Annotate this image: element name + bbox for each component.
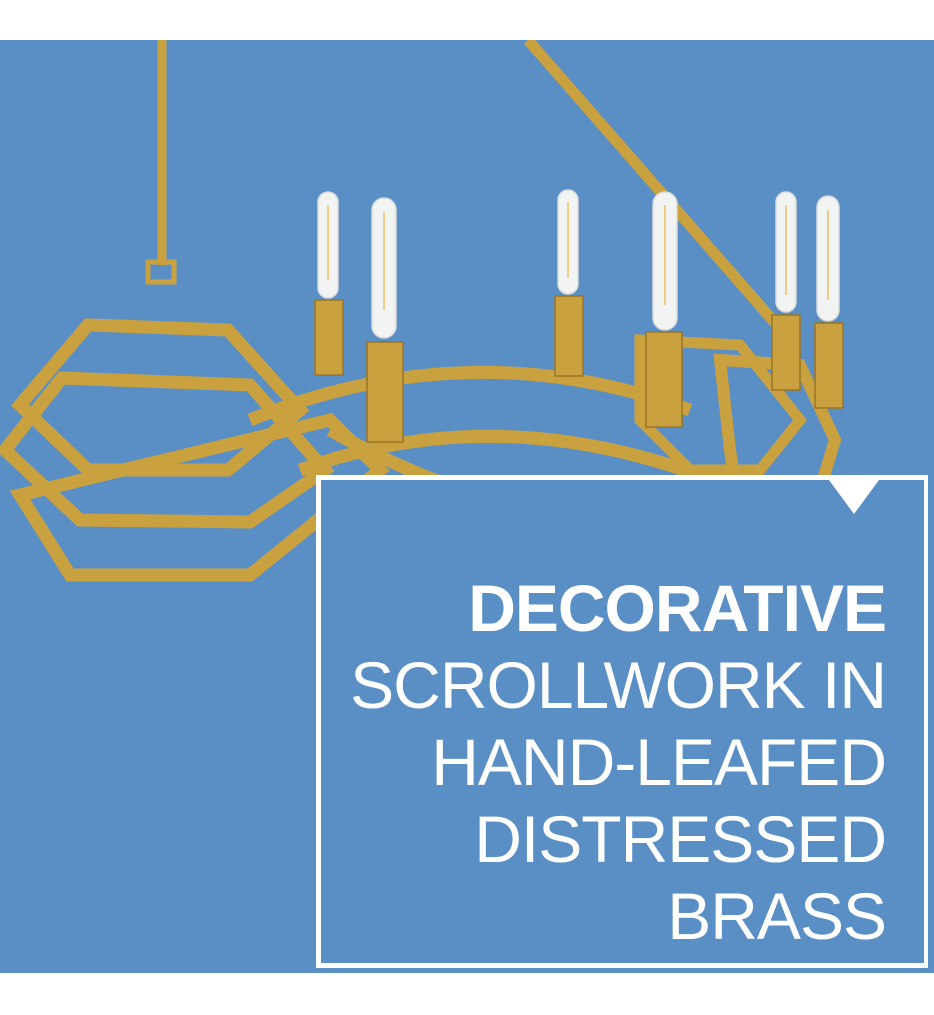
caption-line-2: SCROLLWORK IN xyxy=(350,648,887,722)
caption-line-4: DISTRESSED xyxy=(474,802,887,876)
caption-line-1: DECORATIVE xyxy=(468,571,887,645)
frame-notch-icon xyxy=(826,476,882,514)
caption-line-5: BRASS xyxy=(667,879,887,953)
caption-line-3: HAND-LEAFED xyxy=(431,725,887,799)
chandelier-illustration xyxy=(0,40,844,582)
caption: DECORATIVE SCROLLWORK IN HAND-LEAFED DIS… xyxy=(350,570,887,955)
caption-frame xyxy=(316,475,928,968)
